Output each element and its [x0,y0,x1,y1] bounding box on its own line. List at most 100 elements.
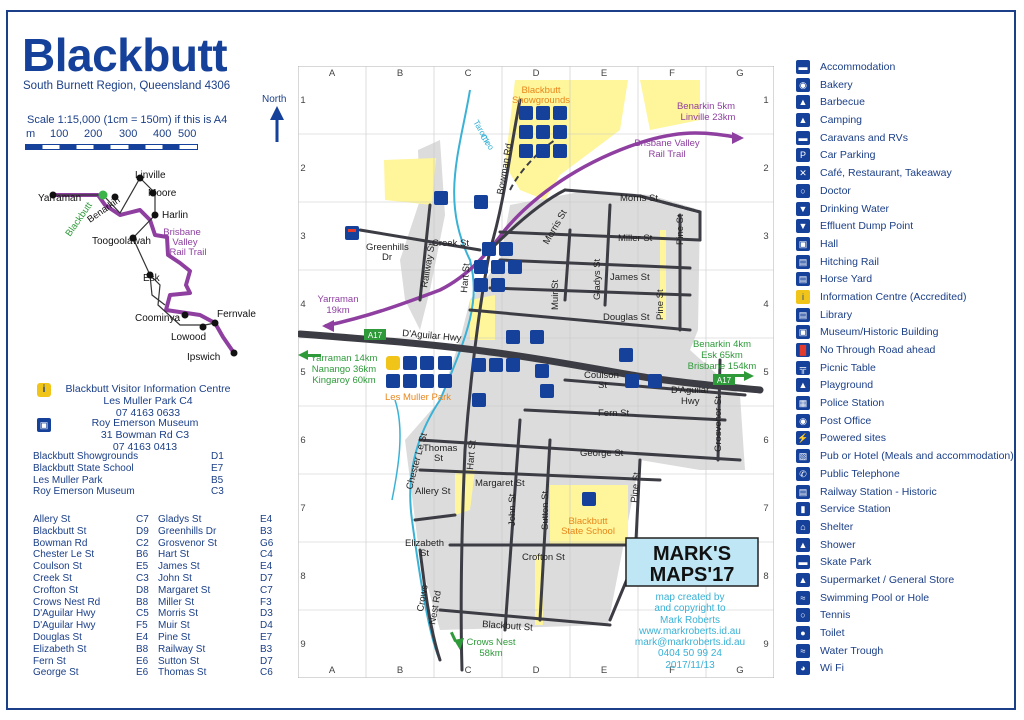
label-yarraman-w-3: Kingaroy 60km [312,375,375,386]
legend-label: Barbecue [820,96,865,109]
street-grid: D7 [260,572,273,584]
place-grid: D1 [211,451,224,462]
hall-icon: ▣ [796,236,810,251]
legend-label: Drinking Water [820,202,890,215]
street-name: Grosvenor St [158,537,217,549]
a17-shield-left [364,329,386,340]
town-coominya: Coominya [135,313,180,324]
label-benarkin-e-1: Benarkin 4km [693,339,751,350]
svg-text:7: 7 [300,503,305,514]
railway-station-icon: ▤ [796,484,810,499]
street-grid: G6 [260,537,274,549]
street-name: Blackbutt St [33,525,87,537]
rail-trail-label-2: Valley [172,237,197,248]
street-name: Morris St [158,608,198,620]
svg-text:8: 8 [763,571,768,582]
street-grid: B8 [136,643,149,655]
barbecue-icon: ▲ [796,95,810,110]
a17-label-left: A17 [368,331,383,340]
street-grid: C3 [136,572,149,584]
label-showgrounds-1: Blackbutt [521,85,560,96]
street-name: Pine St [158,631,191,643]
street-name: Hart St [158,549,190,561]
svg-text:B: B [397,665,403,676]
street-grid: B6 [136,549,149,561]
town-esk: Esk [143,273,161,284]
street-grid: E4 [136,631,149,643]
label-showgrounds-2: Showgrounds [512,95,570,106]
legend-label: No Through Road ahead [820,344,936,356]
label-brv-1: Brisbane Valley [634,138,700,149]
street-name: Coulson St [33,561,82,573]
place-name: Roy Emerson Museum [33,486,135,498]
street-grid: C4 [260,549,273,561]
label-benarkin-e-2: Esk 65km [701,350,743,361]
shower-icon: ▲ [796,537,810,552]
label-george-st: George St [580,448,624,459]
street-name: Creek St [33,572,72,584]
main-map[interactable]: A17 A17 Blackbutt Showgrounds T [298,66,774,678]
museum-icon: ▣ [37,418,51,432]
label-muir-st: Muir St [550,280,561,310]
svg-text:G: G [736,665,743,676]
svg-text:1: 1 [300,95,305,106]
svg-text:3: 3 [300,231,305,242]
street-name: James St [158,561,200,573]
rail-trail-label-3: Rail Trail [170,247,207,258]
scale-tick-200: 200 [84,128,103,140]
label-crofton-st: Crofton St [522,552,565,563]
label-morris-st-top: Morris St [620,193,658,204]
post-office-icon: ◉ [796,413,810,428]
park-ne [640,80,700,130]
supermarket-icon: ▲ [796,572,810,587]
legend-label: Wi Fi [820,662,844,675]
hitching-rail-icon: ▤ [796,254,810,269]
school-area [550,485,628,545]
label-coulson-1: Coulson [584,370,619,381]
street-name: Railway St [158,643,206,655]
street-grid: B3 [260,643,273,655]
logo-line-1: MARK'S [653,543,731,565]
legend-label: Hall [820,237,839,250]
svg-text:A: A [329,665,336,676]
street-grid: C7 [136,514,149,525]
credit-email[interactable]: mark@markroberts.id.au [634,637,746,649]
parking-icon: P [796,148,810,163]
street-grid: E4 [260,561,273,573]
svg-text:B: B [397,68,403,79]
label-yarraman-2: 19km [326,305,349,316]
label-fern-st: Fern St [598,408,630,419]
skate-park-icon: ▬ [796,555,810,570]
label-sutton-st: Sutton St [540,491,551,530]
street-grid: C2 [136,537,149,549]
town-linville: Linville [135,170,166,181]
legend-label: Picnic Table [820,361,876,374]
park-nw [384,158,436,205]
park-pine [660,230,666,320]
a17-label-right: A17 [717,376,732,385]
credit-website[interactable]: www.markroberts.id.au [639,625,741,637]
scale-unit: m [26,128,36,140]
legend-label: Caravans and RVs [820,131,908,144]
town-toogoolawah: Toogoolawah [92,236,151,247]
svg-text:E: E [601,665,607,676]
road-network [298,98,764,672]
street-grid: E6 [136,655,149,667]
label-pine-st-mid: Pine St [655,289,666,320]
label-school-1: Blackbutt [568,516,607,527]
legend-label: Accommodation [820,61,896,73]
legend-label: Railway Station - Historic [820,485,937,498]
swimming-icon: ≈ [796,590,810,605]
svg-text:7: 7 [763,503,768,514]
page-subtitle: South Burnett Region, Queensland 4306 [23,80,231,92]
map-frame [6,10,1016,710]
legend-label: Toilet [820,627,845,639]
legend-label: Shower [820,538,856,551]
label-thomas-1: Thomas [423,443,458,454]
street-grid: D4 [260,620,273,632]
label-pine-st-top: Pine St [675,214,686,245]
direction-arrows [298,350,754,650]
